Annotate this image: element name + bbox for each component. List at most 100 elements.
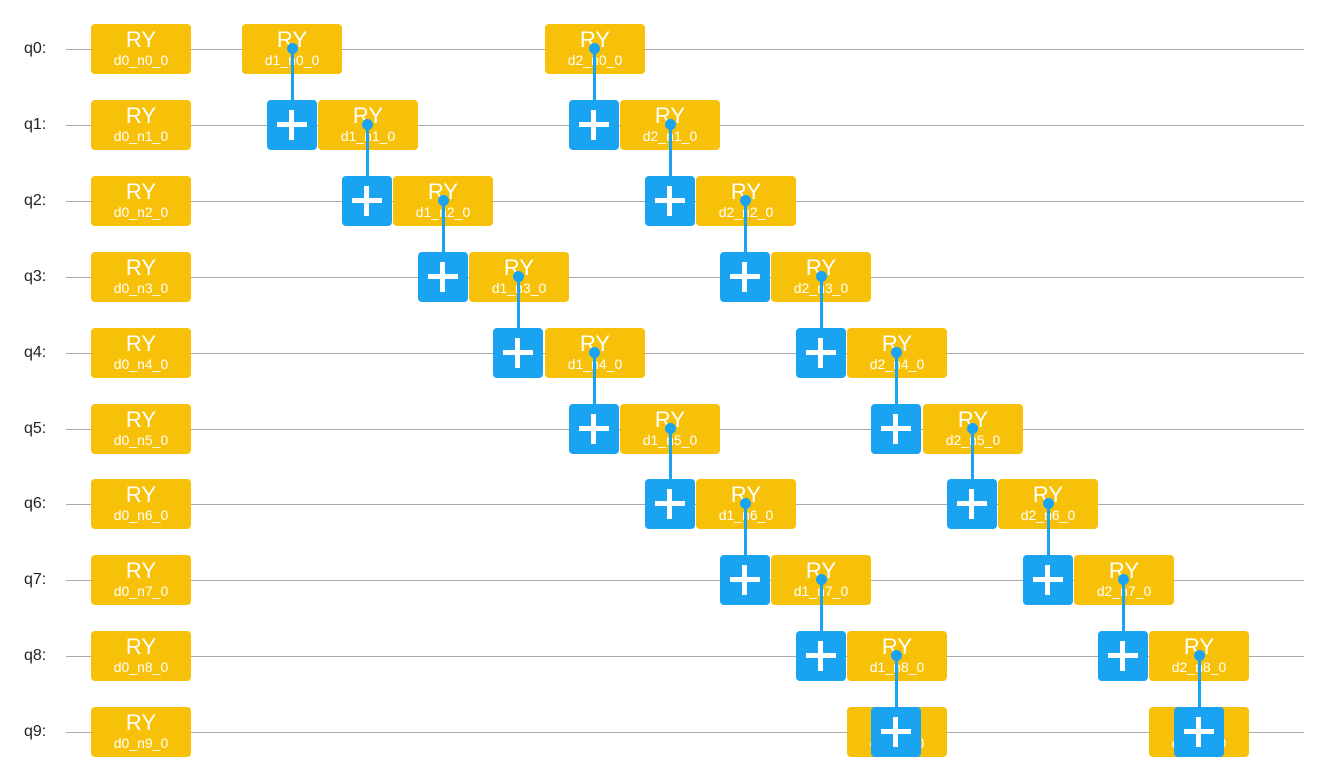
gate-name: RY [1108,558,1140,583]
control-dot-icon [589,347,600,358]
cx-gate[interactable] [720,195,770,302]
cx-connector-line [895,353,898,409]
cx-connector-line [744,201,747,257]
plus-vertical-bar [893,717,898,747]
cx-connector-line [442,201,445,257]
gate-name: RY [125,710,157,735]
gate-name: RY [805,558,837,583]
plus-vertical-bar [1196,717,1201,747]
cx-gate[interactable] [418,195,468,302]
plus-vertical-bar [440,262,445,292]
control-dot-icon [891,347,902,358]
gate-name: RY [125,103,157,128]
cx-gate[interactable] [342,119,392,226]
plus-icon [569,100,619,150]
control-dot-icon [362,119,373,130]
cx-gate[interactable] [1023,498,1073,605]
gate-name: RY [125,558,157,583]
cx-gate[interactable] [871,650,921,757]
plus-vertical-bar [1120,641,1125,671]
control-dot-icon [891,650,902,661]
plus-icon [720,555,770,605]
plus-vertical-bar [591,414,596,444]
cx-gate[interactable] [569,43,619,150]
control-dot-icon [740,195,751,206]
plus-icon [796,328,846,378]
cx-gate[interactable] [720,498,770,605]
gate-name: RY [125,27,157,52]
gate-name: RY [579,331,611,356]
control-dot-icon [816,271,827,282]
cx-connector-line [895,656,898,712]
control-dot-icon [1043,498,1054,509]
qubit-label: q5: [24,420,47,437]
cx-gate[interactable] [947,423,997,529]
qubit-wire [66,49,1304,50]
qubit-label: q1: [24,116,47,133]
plus-icon [1023,555,1073,605]
plus-icon [720,252,770,302]
cx-connector-line [517,277,520,333]
qubit-label: q8: [24,647,47,664]
cx-gate[interactable] [796,574,846,681]
cx-connector-line [744,504,747,560]
control-dot-icon [740,498,751,509]
gate-parameter: d0_n8_0 [113,659,169,675]
gate-name: RY [881,634,913,659]
plus-vertical-bar [667,489,672,519]
plus-vertical-bar [515,338,520,368]
plus-icon [947,479,997,529]
gate-name: RY [1183,634,1215,659]
gate-parameter: d0_n7_0 [113,583,169,599]
gate-name: RY [654,407,686,432]
control-dot-icon [665,119,676,130]
qubit-label: q2: [24,192,47,209]
cx-gate[interactable] [871,347,921,454]
gate-name: RY [957,407,989,432]
cx-gate[interactable] [493,271,543,378]
plus-vertical-bar [818,641,823,671]
cx-gate[interactable] [1174,650,1224,757]
qubit-wire [66,353,1304,354]
cx-gate[interactable] [1098,574,1148,681]
cx-connector-line [593,353,596,409]
gate-name: RY [730,482,762,507]
control-dot-icon [589,43,600,54]
cx-connector-line [1047,504,1050,560]
control-dot-icon [967,423,978,434]
qubit-wire [66,580,1304,581]
plus-vertical-bar [364,186,369,216]
cx-connector-line [820,277,823,333]
plus-vertical-bar [818,338,823,368]
cx-gate[interactable] [796,271,846,378]
cx-gate[interactable] [645,423,695,529]
gate-name: RY [125,407,157,432]
plus-vertical-bar [1045,565,1050,595]
qubit-wire [66,732,1304,733]
cx-gate[interactable] [645,119,695,226]
gate-parameter: d0_n1_0 [113,128,169,144]
plus-vertical-bar [289,110,294,140]
plus-vertical-bar [893,414,898,444]
control-dot-icon [438,195,449,206]
gate-parameter: d0_n4_0 [113,356,169,372]
gate-name: RY [125,331,157,356]
cx-gate[interactable] [267,43,317,150]
plus-icon [796,631,846,681]
gate-name: RY [125,482,157,507]
cx-connector-line [291,49,294,105]
gate-name: RY [352,103,384,128]
gate-parameter: d0_n5_0 [113,432,169,448]
cx-gate[interactable] [569,347,619,454]
